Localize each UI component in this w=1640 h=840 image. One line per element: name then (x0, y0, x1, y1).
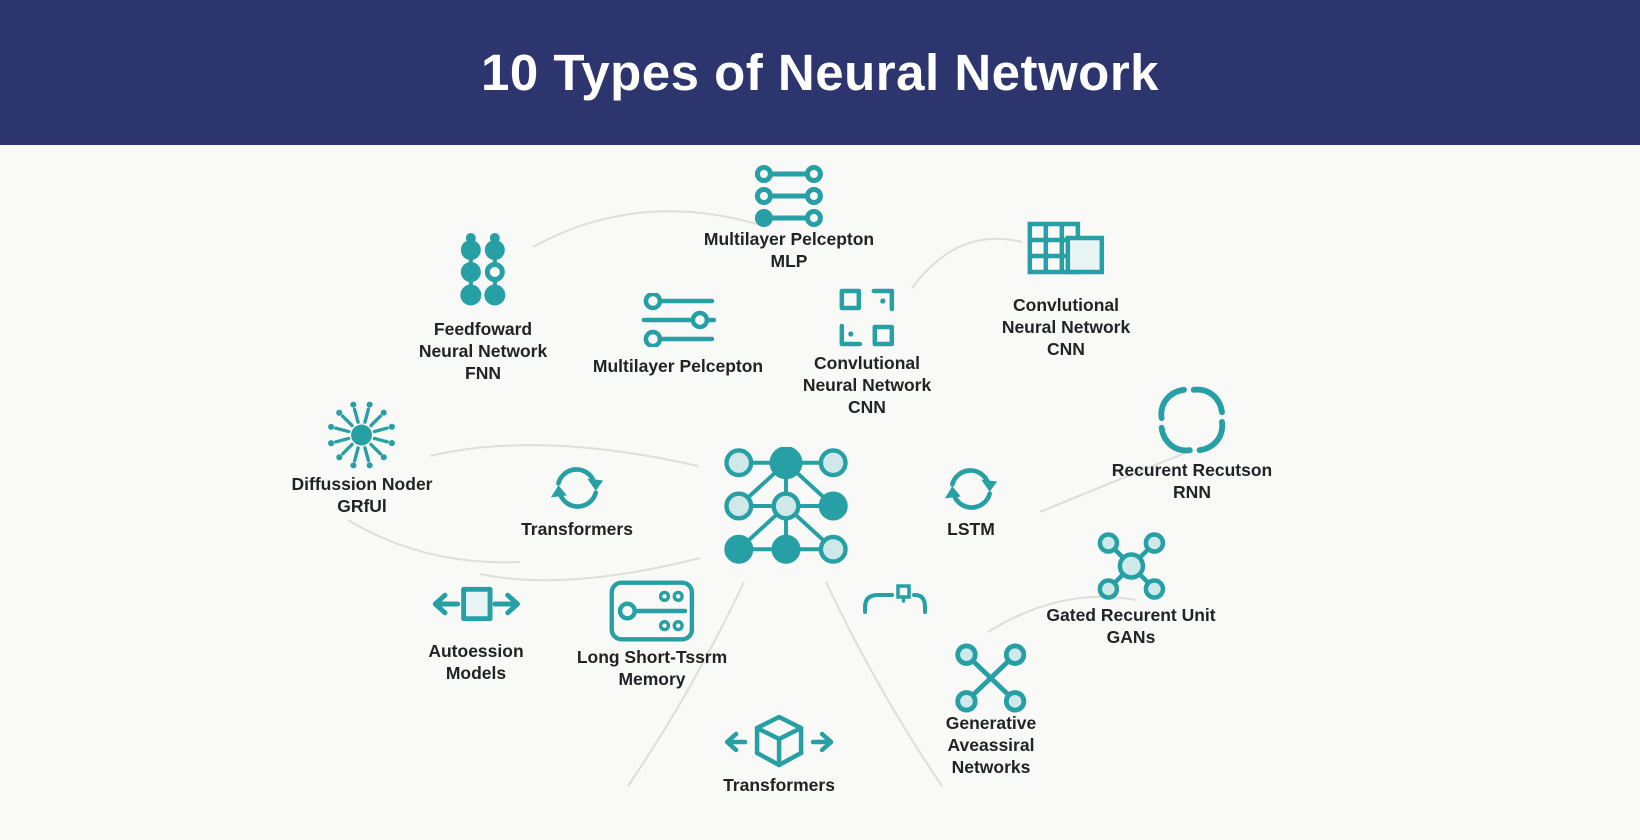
item-label: GRfUl (337, 496, 387, 516)
diagram-item-central-network (723, 447, 849, 565)
item-label: Transformers (521, 519, 633, 539)
sliders-mixer-icon (640, 293, 716, 347)
memory-server-icon (609, 579, 695, 643)
cube-arrows-icon (724, 712, 834, 772)
item-label-group: Transformers (723, 774, 835, 796)
layer-dots-icon (454, 232, 512, 312)
item-label: Autoession (428, 641, 524, 661)
item-label: Generative (945, 713, 1037, 733)
sync-arrows-icon (943, 461, 999, 517)
swirl-icon (1155, 383, 1229, 457)
item-label: Transformers (723, 775, 835, 795)
item-label: LSTM (947, 519, 995, 539)
item-label: Neural Network (802, 375, 932, 395)
item-label: Neural Network (418, 341, 548, 361)
starburst-icon (322, 395, 402, 475)
item-label: Convlutional (814, 353, 920, 373)
item-label: Multilayer Pelcepton (703, 229, 875, 249)
sliders-rows-icon (754, 163, 824, 229)
diagram-item-transformers-mid: Transformers (521, 460, 633, 540)
crossed-nodes-icon (953, 643, 1029, 713)
neural-network-icon (723, 447, 849, 565)
item-label: Aveassiral (947, 735, 1035, 755)
scan-squares-icon (836, 286, 898, 350)
item-label: RNN (1173, 482, 1211, 502)
item-label: Neural Network (1001, 317, 1131, 337)
header-banner: 10 Types of Neural Network (0, 0, 1640, 145)
item-label: FNN (465, 363, 501, 383)
item-label: CNN (848, 397, 886, 417)
item-label: Feedfoward (433, 319, 533, 339)
sync-arrows-icon (549, 460, 605, 516)
page-title: 10 Types of Neural Network (480, 44, 1160, 101)
item-label: MLP (770, 251, 808, 271)
item-label-group: Multilayer Pelcepton (593, 355, 763, 377)
item-label: GANs (1106, 627, 1156, 647)
item-label: CNN (1047, 339, 1085, 359)
item-label-group: LSTM (947, 518, 995, 540)
diagram-item-transformers-bottom: Transformers (723, 712, 835, 796)
item-label: Diffussion Noder (291, 474, 433, 494)
square-arrows-icon (429, 578, 523, 630)
hub-nodes-icon (1095, 530, 1167, 602)
item-label: Long Short-Tssrm (576, 647, 728, 667)
diagram-item-mlp-mid: Multilayer Pelcepton (593, 293, 763, 377)
conv-grid-icon (1026, 220, 1106, 292)
diagram-item-lstm: LSTM (943, 461, 999, 540)
item-label: Gated Recurent Unit (1046, 605, 1216, 625)
diagram-item-pill (862, 583, 928, 617)
item-label: Models (445, 663, 507, 683)
item-label-group: Transformers (521, 518, 633, 540)
item-label: Recurent Recutson (1111, 460, 1273, 480)
item-label: Convlutional (1013, 295, 1119, 315)
bracket-pill-icon (862, 583, 928, 617)
item-label: Networks (951, 757, 1031, 777)
item-label: Multilayer Pelcepton (592, 356, 764, 376)
item-label: Memory (618, 669, 686, 689)
